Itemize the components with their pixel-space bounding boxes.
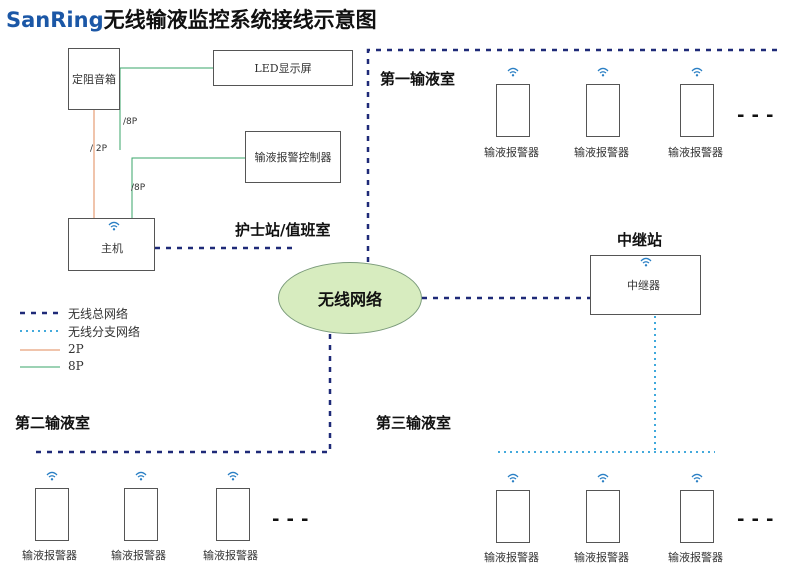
alarm-device-r2-3 — [216, 488, 250, 541]
alarm-device-r3-2 — [586, 490, 620, 543]
relay-station-label: 中继站 — [617, 231, 663, 249]
wifi-icon — [640, 257, 652, 267]
wifi-icon — [108, 221, 120, 231]
wire-8p-led — [119, 67, 213, 150]
room2-label: 第二输液室 — [15, 414, 91, 432]
branch-network-lines — [498, 316, 715, 453]
ellipsis-room2: --- — [272, 509, 316, 530]
legend-lines — [20, 311, 60, 368]
wifi-icon — [507, 67, 519, 77]
led-display-label: LED显示屏 — [254, 62, 312, 75]
alarm-label-r3-1: 输液报警器 — [484, 551, 539, 564]
wire-8p-controller — [131, 157, 245, 218]
wireless-network-label: 无线网络 — [317, 290, 382, 309]
alarm-device-r2-2 — [124, 488, 158, 541]
wifi-icon — [227, 471, 239, 481]
alarm-device-r1-1 — [496, 84, 530, 137]
alarm-label-r3-2: 输液报警器 — [574, 551, 629, 564]
alarm-device-r3-3 — [680, 490, 714, 543]
wire-label-2p: / 2P — [90, 144, 108, 154]
wireless-network-node: 无线网络 — [278, 262, 422, 334]
alarm-label-r3-3: 输液报警器 — [668, 551, 723, 564]
alarm-controller-box: 输液报警控制器 — [245, 131, 341, 183]
ellipsis-room3: --- — [737, 509, 781, 530]
alarm-label-r2-3: 输液报警器 — [203, 549, 258, 562]
alarm-label-r2-2: 输液报警器 — [111, 549, 166, 562]
alarm-label-r2-1: 输液报警器 — [22, 549, 77, 562]
room1-label: 第一输液室 — [380, 70, 456, 88]
wifi-icon — [46, 471, 58, 481]
ellipsis-room1: --- — [737, 105, 781, 126]
legend-item-8p: 8P — [68, 359, 84, 373]
led-display-box: LED显示屏 — [213, 50, 353, 86]
wifi-icon — [135, 471, 147, 481]
wifi-icon — [691, 473, 703, 483]
relay-label: 中继器 — [627, 279, 660, 292]
alarm-controller-label: 输液报警控制器 — [254, 151, 332, 164]
legend-item-main-network: 无线总网络 — [68, 307, 129, 321]
alarm-label-r1-3: 输液报警器 — [668, 146, 723, 159]
alarm-device-r3-1 — [496, 490, 530, 543]
wifi-icon — [507, 473, 519, 483]
main-network-lines — [30, 48, 780, 454]
wifi-icon — [691, 67, 703, 77]
brand-name: SanRing — [6, 8, 104, 32]
alarm-device-r2-1 — [35, 488, 69, 541]
wifi-icon — [597, 473, 609, 483]
legend-item-2p: 2P — [68, 342, 84, 356]
wire-label-8p-led: /8P — [123, 117, 138, 127]
speaker-box: 定阻音箱 — [68, 48, 120, 110]
speaker-label: 定阻音箱 — [72, 73, 116, 86]
wire-label-8p-controller: /8P — [131, 183, 146, 193]
alarm-device-r1-2 — [586, 84, 620, 137]
page-title: SanRing无线输液监控系统接线示意图 — [6, 4, 377, 34]
host-box: 主机 — [68, 218, 155, 271]
host-label: 主机 — [101, 242, 123, 255]
wifi-icon — [597, 67, 609, 77]
alarm-device-r1-3 — [680, 84, 714, 137]
alarm-label-r1-2: 输液报警器 — [574, 146, 629, 159]
room3-label: 第三输液室 — [376, 414, 452, 432]
nurse-station-label: 护士站/值班室 — [235, 221, 331, 239]
legend-item-branch-network: 无线分支网络 — [68, 325, 141, 339]
diagram-title: 无线输液监控系统接线示意图 — [103, 8, 377, 32]
main-net-room1 — [366, 48, 780, 262]
alarm-label-r1-1: 输液报警器 — [484, 146, 539, 159]
